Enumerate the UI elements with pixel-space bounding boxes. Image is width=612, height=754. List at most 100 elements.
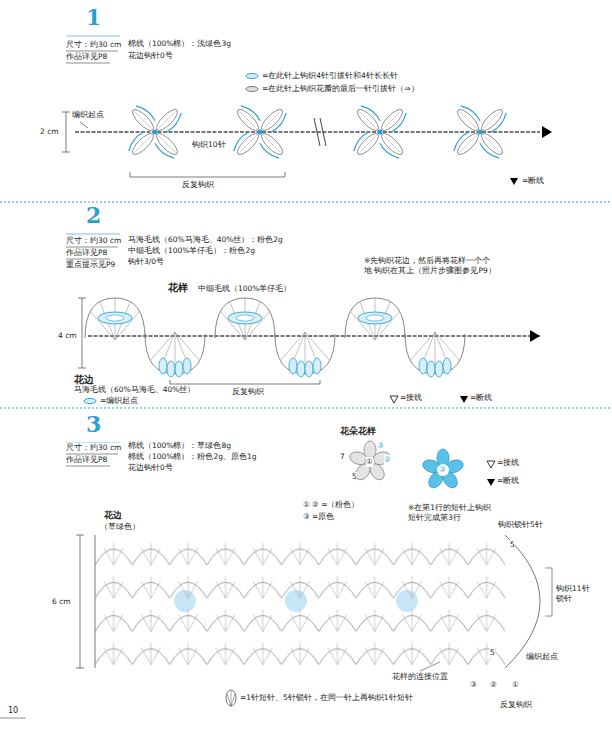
chart-label: 1 (86, 6, 101, 28)
chart-3 (487, 461, 495, 468)
chart-label: 尺寸：约30 cm (66, 443, 121, 453)
chart-label: 棉线（100%棉）：浅绿色3g (128, 39, 231, 49)
chart-label: 7 (340, 452, 345, 462)
chart-label: 花边 (104, 510, 122, 522)
chart-3 (226, 690, 236, 706)
legend-text: =接线 (400, 393, 422, 403)
chart-1 (130, 172, 285, 177)
chart-1 (62, 112, 70, 152)
chart-label: 花样的连接位置 (392, 672, 448, 682)
chart-label: 编织起点 (72, 110, 104, 120)
legend-text: =在此针上钩织4针引拔针和4针长长针 (262, 71, 398, 81)
chart-2 (390, 396, 398, 403)
chart-3 (487, 479, 495, 486)
heading-underlines (66, 234, 120, 235)
chart-label: 重点提示见P9 (66, 260, 115, 270)
heading-underlines (66, 63, 110, 64)
chart-3 (227, 691, 235, 706)
chart-3 (365, 457, 375, 467)
chart-1 (542, 126, 552, 138)
chart-label: 花朵花样 (340, 426, 376, 438)
legend-text: =编织起点 (100, 396, 138, 406)
chart-label: 花边钩针0号 (128, 463, 173, 473)
chart-1 (351, 103, 410, 162)
chart-label: 棉线（100%棉）：粉色2g、原色1g (128, 452, 257, 462)
chart-label: 反复钩织 (182, 180, 214, 190)
chart-3 (95, 535, 540, 668)
chart-label: 2 (86, 204, 101, 226)
chart-label: 钩织锁针5针 (498, 520, 543, 530)
chart-2 (530, 330, 540, 342)
chart-label: 作品详见P8 (66, 455, 107, 465)
page-edge (0, 718, 26, 719)
chart-label: 马海毛线（60%马海毛、40%丝）：粉色2g (128, 235, 283, 245)
chart-2 (215, 298, 335, 377)
chart-3 (76, 535, 84, 668)
chart-1 (62, 74, 552, 186)
chart-label: （草绿色） (100, 522, 140, 532)
legend-text: =1针短针、5针锁针，在同一针上再钩织1针短针 (240, 693, 413, 703)
legend-text: =断线 (470, 393, 492, 403)
chart-label: 中细毛线（100%羊仔毛） (198, 284, 291, 294)
chart-label: 尺寸：约30 cm (66, 236, 121, 246)
chart-label: ② (384, 455, 391, 465)
chart-3 (421, 449, 465, 491)
chart-label: 反复钩织 (500, 700, 532, 710)
chart-3 (76, 441, 552, 706)
chart-1 (75, 131, 540, 133)
chart-label: 反复钩织 (232, 387, 264, 397)
heading-underlines (66, 36, 120, 37)
chart-label: 作品详见P8 (66, 52, 107, 62)
chart-1 (80, 122, 88, 128)
chart-3 (437, 464, 449, 476)
chart-label: ① (512, 680, 519, 690)
chart-3 (420, 662, 440, 671)
chart-label: 6 cm (52, 597, 71, 607)
chart-1 (246, 87, 258, 92)
heading-underlines (66, 466, 110, 467)
legend-text: =断线 (522, 176, 544, 186)
chart-label: 5 (510, 540, 515, 550)
chart-1 (314, 118, 326, 146)
chart-2 (85, 298, 205, 377)
legend-text: =断线 (497, 476, 519, 486)
chart-label: 编织起点 (526, 652, 558, 662)
chart-label: 钩针3/0号 (128, 257, 164, 267)
chart-2 (170, 380, 320, 384)
chart-1 (451, 103, 510, 162)
chart-label: 作品详见P8 (66, 248, 107, 258)
chart-label: 钩织10针 (192, 140, 226, 150)
legend-text: =在此针上钩织花瓣的最后一针引拔针（⇒） (262, 84, 419, 94)
chart-label: 3 (86, 413, 101, 435)
chart-1 (246, 74, 258, 79)
chart-label: 5 (352, 472, 357, 482)
chart-2 (88, 335, 540, 337)
section-rules (0, 407, 612, 408)
section-rules (0, 201, 612, 202)
chart-label: 钩织11针锁针 (556, 584, 590, 604)
chart-label: ③ (470, 680, 477, 690)
chart-label: 4 cm (58, 331, 77, 341)
chart-label: ① (366, 457, 373, 467)
chart-3 (95, 535, 505, 668)
chart-label: ※先钩织花边，然后再将花样一个个地 钩织在其上（照片步骤图参见P9） (364, 256, 496, 276)
chart-label: ※在第1行的短针上钩织 短针完成第3行 (408, 503, 492, 523)
chart-label: ② (490, 680, 497, 690)
chart-2 (84, 399, 96, 404)
legend-text: =接线 (497, 458, 519, 468)
chart-label: 花边钩针0号 (128, 51, 173, 61)
section-rules (0, 202, 612, 408)
chart-label: 花样 (168, 281, 188, 294)
chart-1 (231, 103, 290, 162)
chart-label: 10 (8, 706, 18, 716)
chart-2 (345, 298, 465, 377)
chart-label: ① ② =（粉色） (303, 500, 360, 510)
chart-1 (126, 103, 185, 162)
chart-label: 尺寸：约30 cm (66, 40, 121, 50)
chart-label: 棉线（100%棉）：草绿色8g (128, 441, 231, 451)
page-edge (0, 718, 26, 719)
chart-2 (460, 396, 468, 403)
chart-3 (348, 441, 392, 483)
chart-3 (545, 568, 552, 616)
